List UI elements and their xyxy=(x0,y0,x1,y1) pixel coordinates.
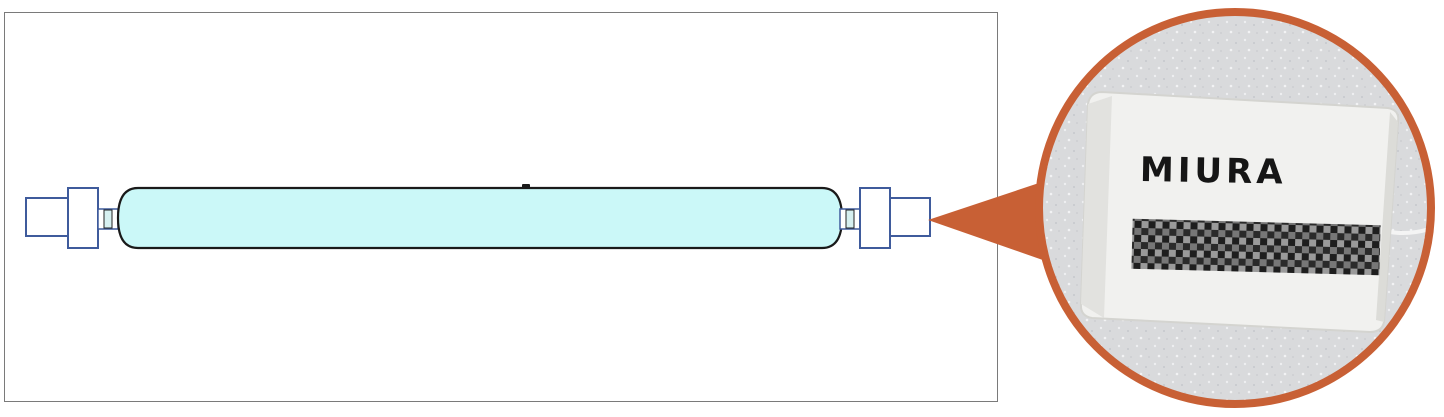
right-collar xyxy=(859,187,891,249)
ceramic-cap-body xyxy=(1079,90,1400,334)
uv-lamp-drawing xyxy=(25,184,931,250)
right-end-cap xyxy=(889,197,931,237)
magnifier-ring xyxy=(1035,8,1435,408)
callout-pointer xyxy=(928,176,1060,266)
left-end-cap xyxy=(25,197,69,237)
magnified-end-cap-photo xyxy=(1041,14,1429,402)
obscured-code-label xyxy=(1131,218,1381,276)
tube-tip-mark xyxy=(522,184,530,189)
left-collar xyxy=(67,187,99,249)
glass-tube xyxy=(116,186,844,250)
brand-label: MIURA xyxy=(1139,150,1287,193)
